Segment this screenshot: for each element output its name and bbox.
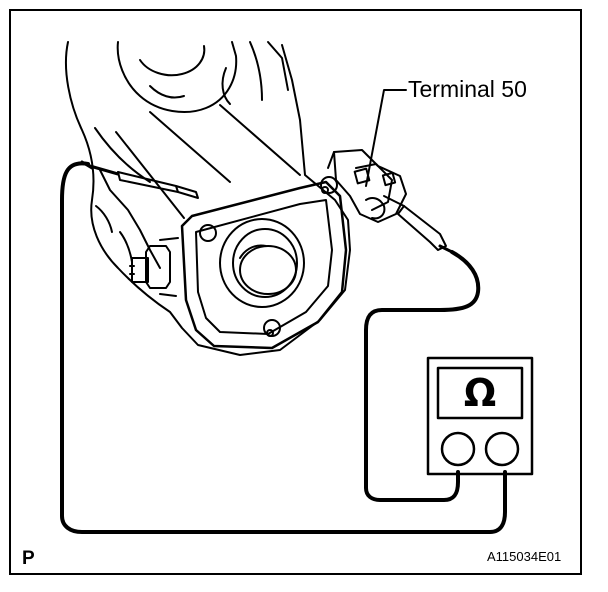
corner-mark: P	[22, 548, 35, 569]
left-test-probe	[80, 160, 199, 199]
diagram-frame	[9, 9, 582, 575]
ohm-symbol: Ω	[464, 371, 496, 415]
starter-motor	[65, 41, 351, 356]
ohmmeter: Ω	[426, 356, 534, 476]
figure-code: A115034E01	[487, 549, 562, 564]
right-test-lead	[364, 250, 481, 502]
callout-leader-line	[365, 89, 407, 187]
right-test-probe	[383, 195, 458, 256]
left-test-lead	[60, 161, 507, 534]
terminal-50-label: Terminal 50	[408, 76, 527, 102]
